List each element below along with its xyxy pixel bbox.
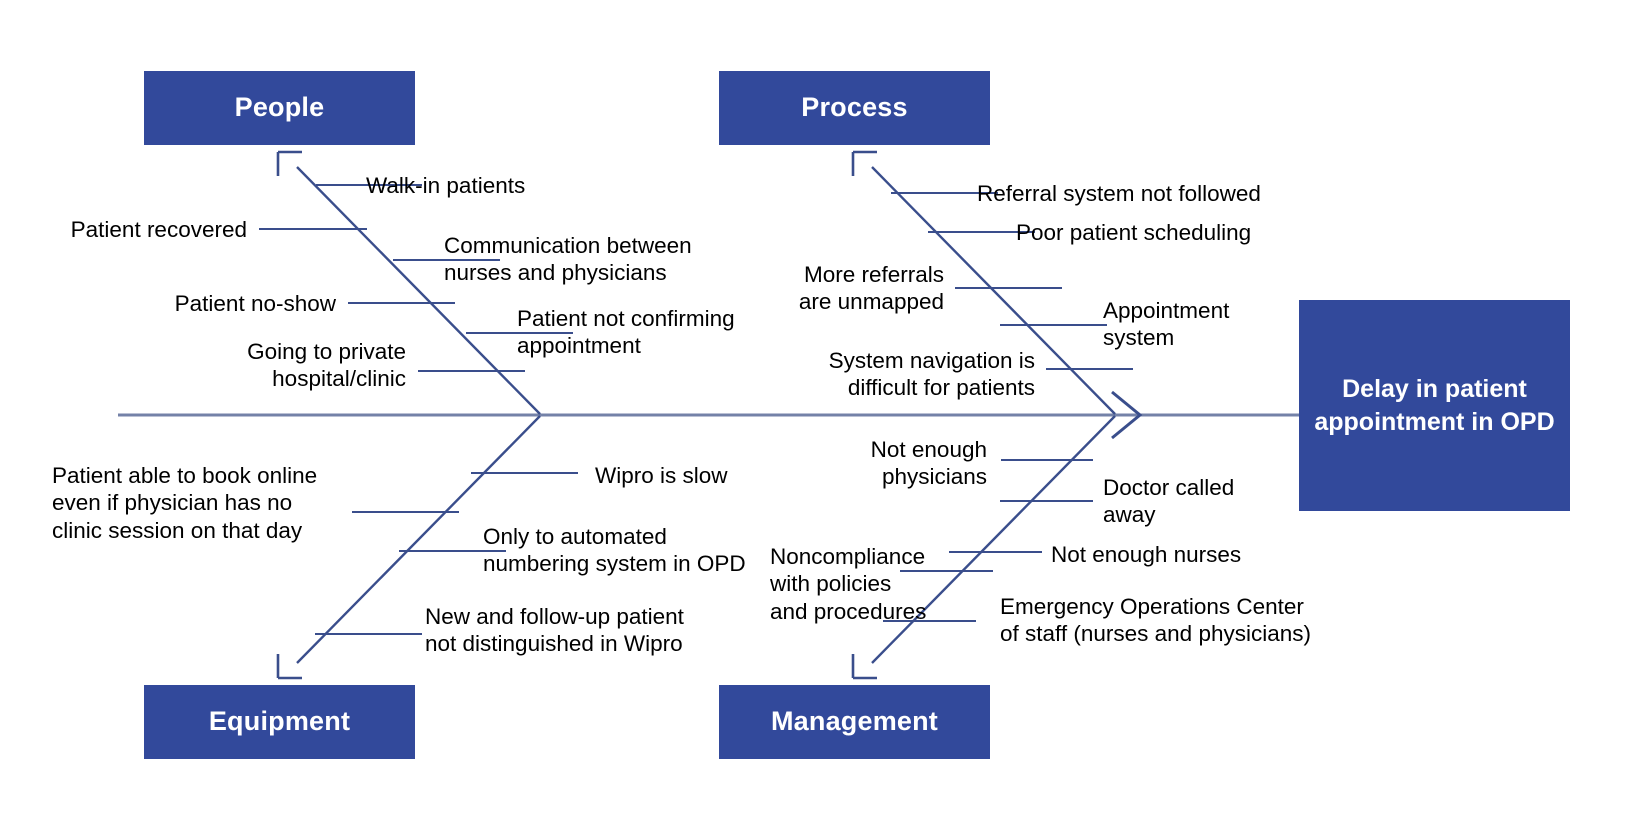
cause-going-to-private-hospital-clinic: Going to private hospital/clinic: [247, 339, 406, 392]
category-label-management: Management: [770, 706, 939, 737]
category-label-process: Process: [801, 92, 908, 123]
cause-walk-in-patients: Walk-in patients: [366, 173, 526, 198]
cause-patient-recovered: Patient recovered: [70, 217, 247, 242]
cause-more-referrals-are-unmapped: More referrals are unmapped: [798, 262, 944, 315]
cause-poor-patient-scheduling: Poor patient scheduling: [1016, 220, 1252, 245]
category-box-people[interactable]: People: [144, 71, 415, 145]
cause-not-enough-nurses: Not enough nurses: [1051, 542, 1242, 567]
effect-label: Delay in patient appointment in OPD: [1314, 374, 1555, 436]
category-label-people: People: [234, 92, 325, 123]
cause-noncompliance-with-policies: Noncompliance with policies and procedur…: [770, 544, 927, 624]
bone-equipment: [296, 415, 541, 664]
cause-communication-nurses-physicians: Communication between nurses and physici…: [444, 233, 692, 286]
category-box-management[interactable]: Management: [719, 685, 990, 759]
cause-patient-not-confirming-appointment: Patient not confirming appointment: [517, 306, 735, 359]
cause-patient-no-show: Patient no-show: [174, 291, 336, 316]
category-box-equipment[interactable]: Equipment: [144, 685, 415, 759]
cause-emergency-operations-center: Emergency Operations Center of staff (nu…: [1000, 594, 1311, 647]
cause-appointment-system: Appointment system: [1103, 298, 1230, 351]
bone-people: [296, 166, 541, 415]
category-label-equipment: Equipment: [208, 706, 351, 737]
cause-only-to-automated-numbering: Only to automated numbering system in OP…: [483, 524, 746, 577]
cause-patient-able-to-book-online: Patient able to book online even if phys…: [52, 463, 318, 543]
cause-referral-system-not-followed: Referral system not followed: [977, 181, 1261, 206]
bone-people-arrowtip: [276, 150, 302, 176]
spine-arrowhead: [1111, 390, 1143, 440]
bone-equipment-arrowtip: [276, 654, 302, 680]
cause-doctor-called-away: Doctor called away: [1103, 475, 1235, 528]
category-box-process[interactable]: Process: [719, 71, 990, 145]
cause-new-and-follow-up-patient: New and follow-up patient not distinguis…: [425, 604, 684, 657]
bone-management-arrowtip: [851, 654, 877, 680]
effect-box[interactable]: Delay in patient appointment in OPD: [1299, 300, 1570, 511]
bone-process: [871, 166, 1116, 415]
cause-system-navigation-difficult: System navigation is difficult for patie…: [828, 348, 1035, 401]
cause-wipro-is-slow: Wipro is slow: [595, 463, 728, 488]
bone-process-arrowtip: [851, 150, 877, 176]
cause-not-enough-physicians: Not enough physicians: [870, 437, 987, 490]
